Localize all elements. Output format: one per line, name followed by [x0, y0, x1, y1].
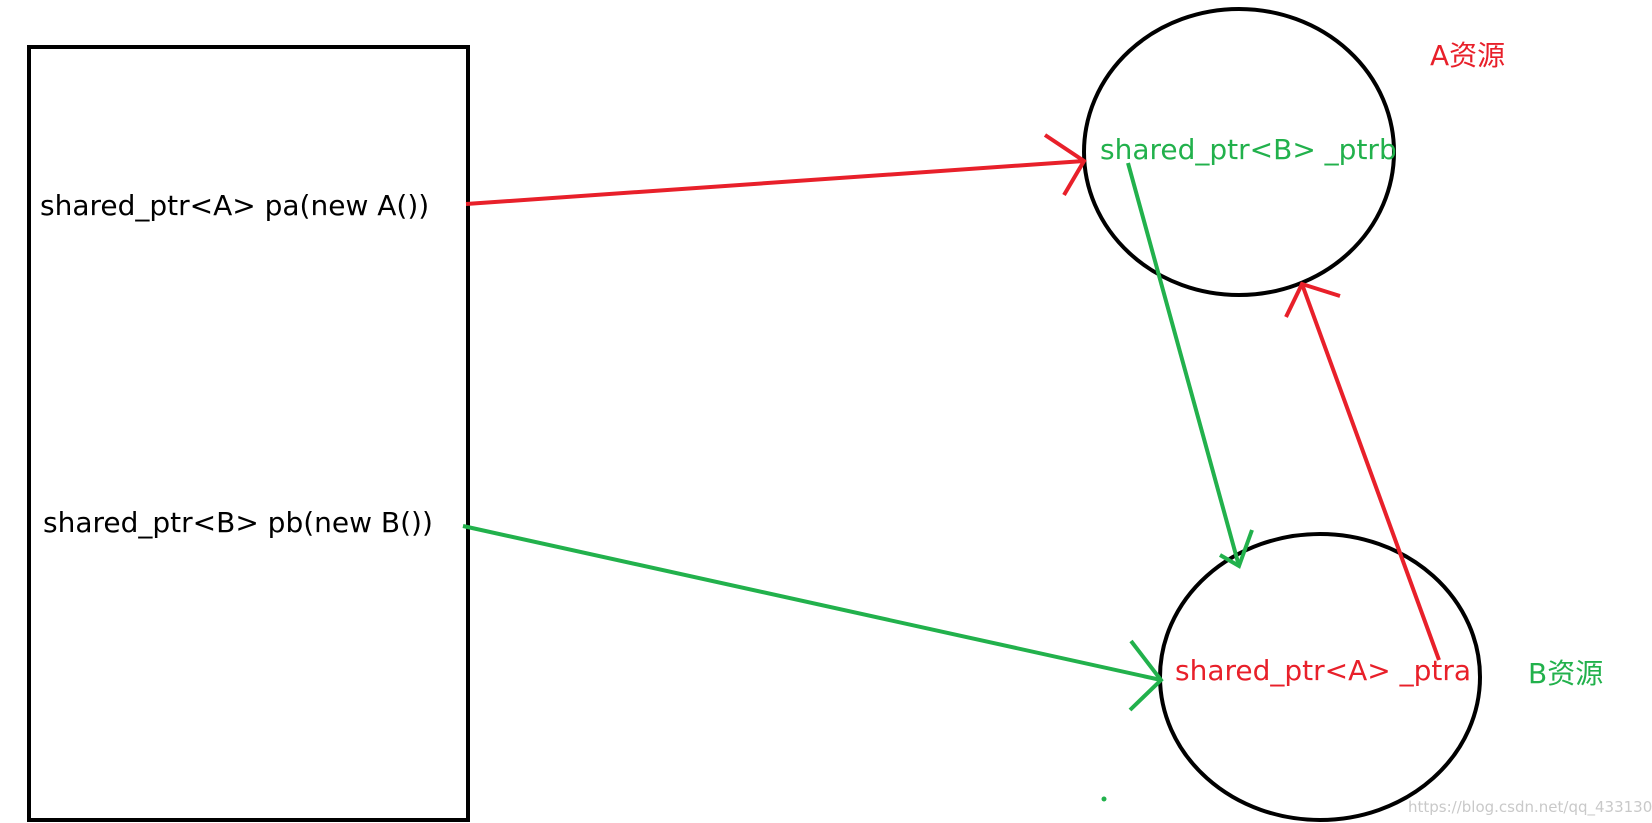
resource-a-circle — [1082, 7, 1396, 297]
stack-frame-box — [27, 45, 470, 822]
watermark-text: https://blog.csdn.net/qq_43313035 — [1408, 798, 1652, 817]
arrow-ptra-to-resource-a — [1284, 281, 1441, 661]
stray-dot — [1101, 796, 1107, 802]
pb-declaration: shared_ptr<B> pb(new B()) — [43, 506, 433, 539]
arrow-pb-to-resource-b — [462, 524, 1164, 712]
arrow-pa-to-resource-a — [465, 133, 1087, 206]
pa-declaration: shared_ptr<A> pa(new A()) — [40, 189, 429, 222]
resource-b-title: B资源 — [1528, 657, 1603, 690]
arrow-ptrb-to-resource-b — [1126, 162, 1254, 569]
resource-a-title: A资源 — [1430, 39, 1505, 72]
resource-a-member: shared_ptr<B> _ptrb — [1100, 133, 1397, 166]
resource-b-member: shared_ptr<A> _ptra — [1175, 654, 1471, 687]
